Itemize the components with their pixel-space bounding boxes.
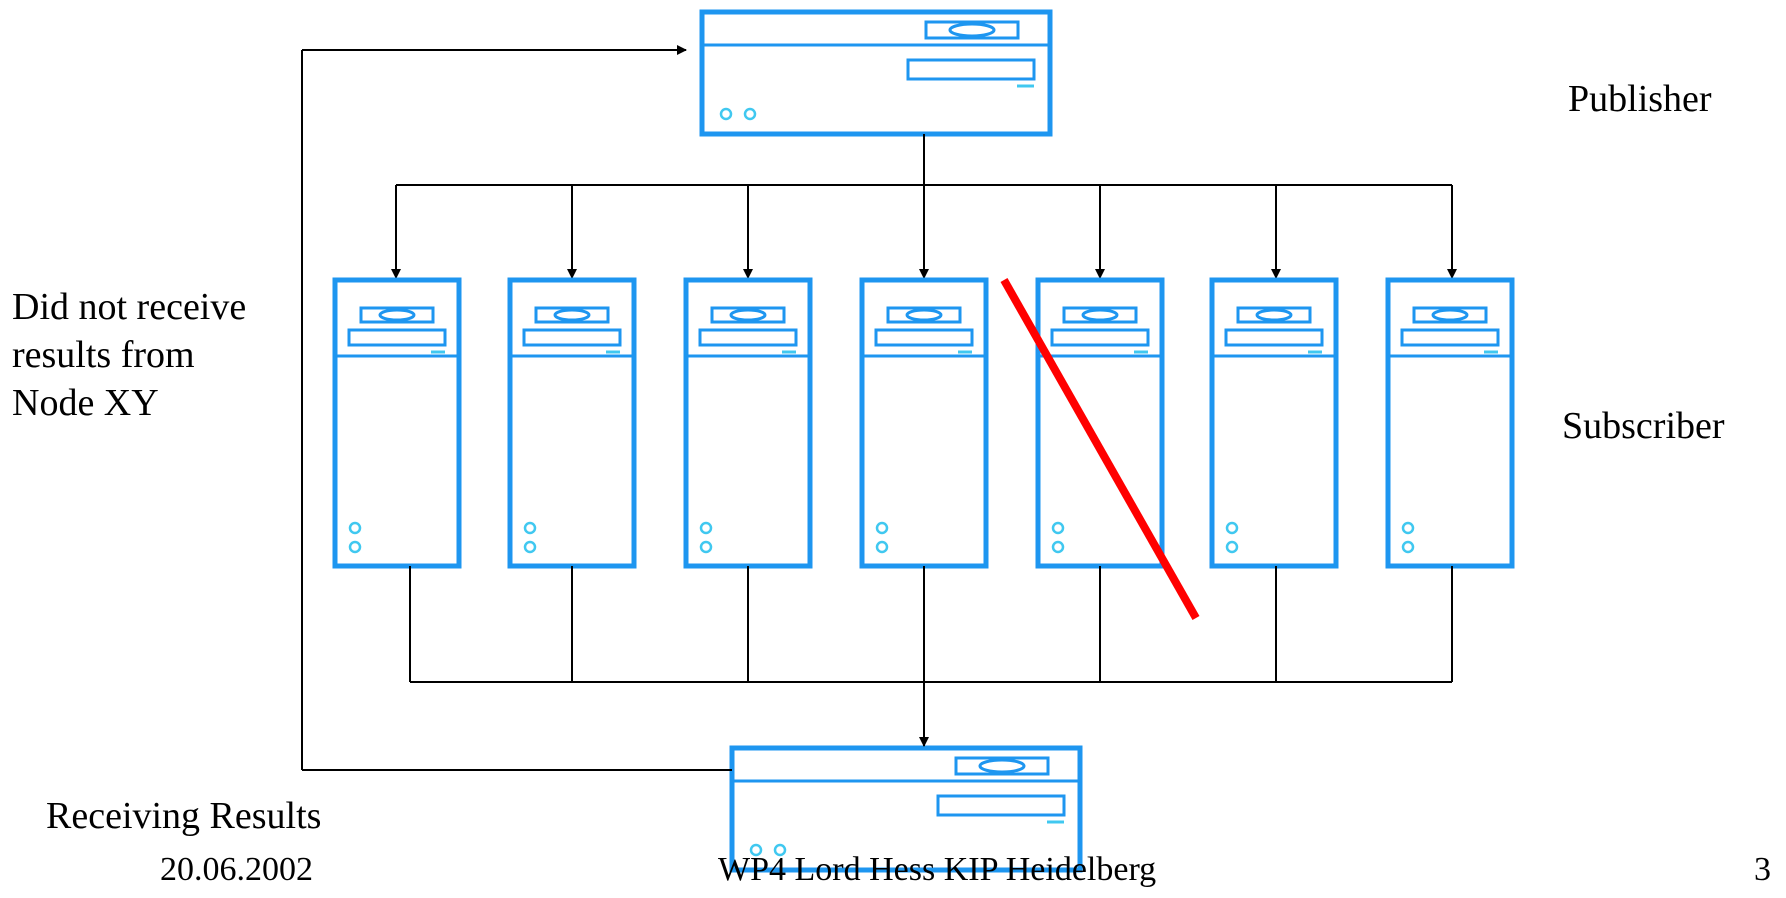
footer-date: 20.06.2002 [160, 851, 313, 888]
subscriber-tower-6-icon [1209, 277, 1339, 569]
no-results-label-line2: results from [12, 334, 195, 376]
subscriber-tower-1-icon [332, 277, 462, 569]
subscriber-tower-3-icon [683, 277, 813, 569]
footer-title: WP4 Lord Hess KIP Heidelberg [718, 851, 1157, 888]
no-results-label-line3: Node XY [12, 382, 159, 424]
footer-page-number: 3 [1754, 851, 1771, 888]
subscriber-label: Subscriber [1562, 405, 1725, 447]
subscriber-tower-4-icon [859, 277, 989, 569]
publish-connectors [391, 134, 1457, 279]
publisher-label: Publisher [1568, 78, 1712, 120]
result-bus [409, 566, 1453, 747]
publisher-server-icon [699, 9, 1053, 137]
receiving-server-icon [729, 745, 1083, 873]
receiving-results-label: Receiving Results [46, 795, 322, 837]
feedback-loop [301, 45, 732, 771]
no-results-label-line1: Did not receive [12, 286, 247, 328]
subscriber-tower-7-icon [1385, 277, 1515, 569]
subscriber-tower-2-icon [507, 277, 637, 569]
failure-mark [1000, 278, 1200, 620]
